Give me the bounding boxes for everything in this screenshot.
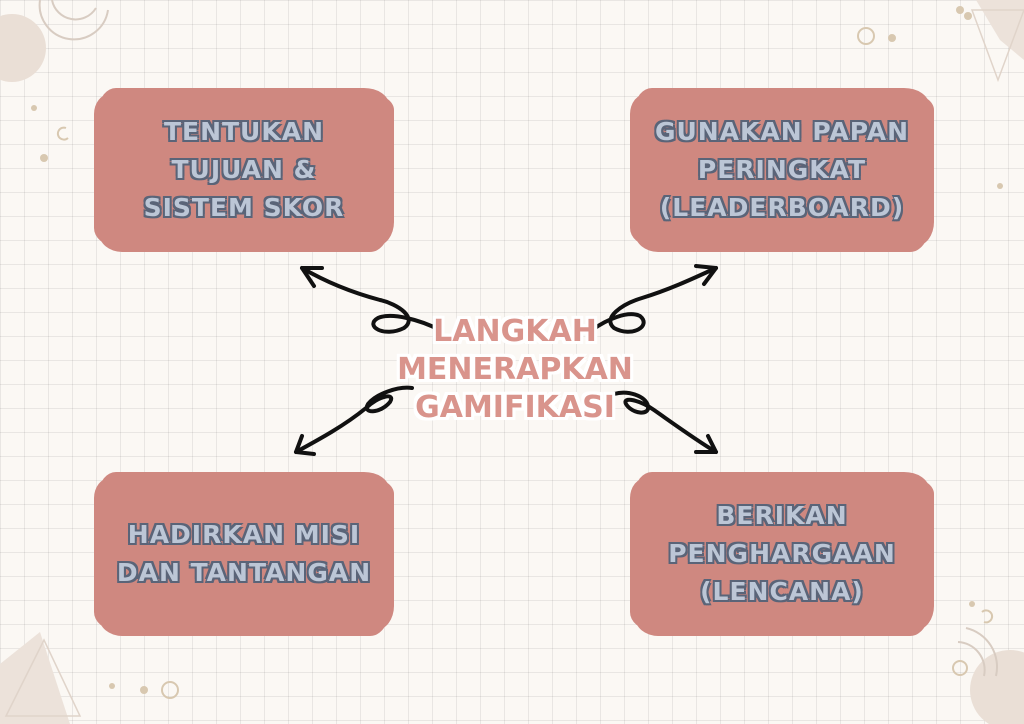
decor-arc <box>957 641 986 677</box>
decor-triangle-outline <box>4 638 82 717</box>
arrow-to-top-left <box>300 266 442 334</box>
decor-dot <box>969 601 975 607</box>
decor-ring <box>161 681 179 699</box>
decor-dot <box>109 683 115 689</box>
step-label-top-right: GUNAKAN PAPAN PERINGKAT (LEADERBOARD) <box>654 117 910 222</box>
step-label-bottom-left: HADIRKAN MISI DAN TANTANGAN <box>116 520 372 587</box>
arrowhead-bottom-right <box>694 434 718 454</box>
decor-dot <box>31 105 37 111</box>
step-box-bottom-left: HADIRKAN MISI DAN TANTANGAN <box>98 476 390 632</box>
decor-arc <box>965 627 999 677</box>
decor-dot <box>140 686 148 694</box>
step-box-top-left: TENTUKAN TUJUAN & SISTEM SKOR <box>98 92 390 248</box>
decor-triangle <box>0 632 70 724</box>
title-text: LANGKAH MENERAPKAN GAMIFIKASI <box>397 314 633 425</box>
arrowhead-bottom-left <box>294 434 316 456</box>
diagram-title: LANGKAH MENERAPKAN GAMIFIKASI <box>390 310 640 430</box>
step-label-bottom-right: BERIKAN PENGHARGAAN (LENCANA) <box>668 501 896 606</box>
decor-dot <box>997 183 1003 189</box>
step-box-top-right: GUNAKAN PAPAN PERINGKAT (LEADERBOARD) <box>634 92 930 248</box>
decor-arc <box>51 0 97 21</box>
arrow-to-bottom-left <box>294 385 414 454</box>
arrowhead-top-left <box>300 266 324 288</box>
step-label-top-left: TENTUKAN TUJUAN & SISTEM SKOR <box>143 117 345 222</box>
decor-triangle-outline <box>970 9 1024 83</box>
decor-dot <box>964 12 972 20</box>
decor-dot <box>40 154 48 162</box>
decor-circle <box>970 650 1024 724</box>
decor-dot <box>956 6 964 14</box>
arrow-to-bottom-right <box>612 390 718 454</box>
decor-circle <box>0 14 46 82</box>
decor-ring <box>952 660 968 676</box>
decor-dot <box>888 34 896 42</box>
decor-ring <box>857 27 875 45</box>
arrowhead-top-right <box>694 264 718 286</box>
decor-crescent <box>981 609 994 624</box>
arrow-to-top-right <box>590 266 718 334</box>
decor-triangle <box>976 0 1024 60</box>
step-box-bottom-right: BERIKAN PENGHARGAAN (LENCANA) <box>634 476 930 632</box>
decor-arc <box>38 0 109 41</box>
decor-crescent <box>56 126 69 141</box>
